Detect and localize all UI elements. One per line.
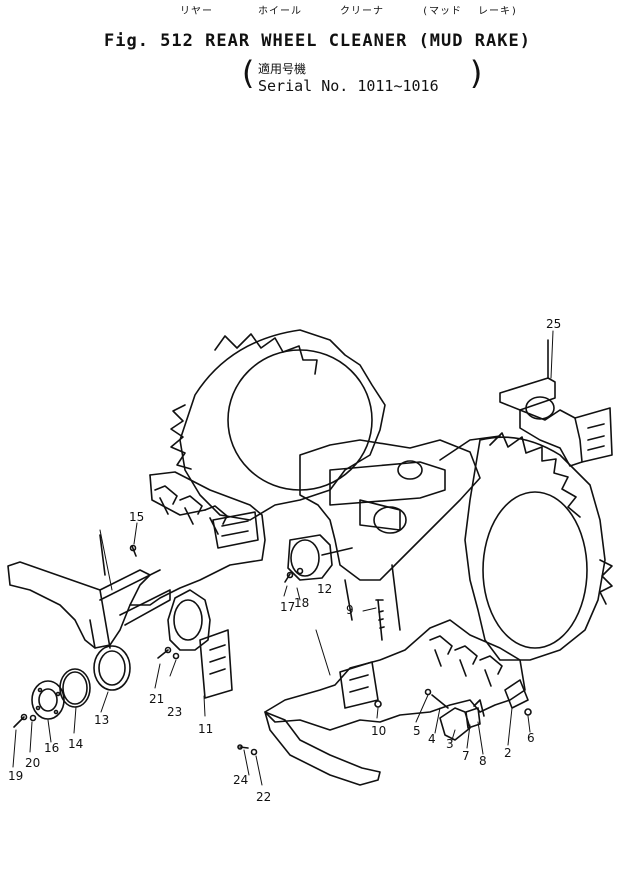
left-cleaner-arm [7, 471, 266, 649]
bolt-24 [237, 744, 249, 750]
callout-14: 14 [68, 737, 83, 751]
washer-6 [524, 708, 532, 716]
kana-rake: レーキ) [478, 6, 519, 17]
right-paren: ) [467, 54, 487, 92]
bolt-9 [375, 599, 385, 641]
washer-22 [250, 748, 258, 756]
bracket-25 [499, 339, 613, 467]
callout-11: 11 [198, 722, 213, 736]
bolt-19 [13, 713, 28, 728]
callout-2: 2 [504, 746, 512, 760]
callout-20: 20 [25, 756, 40, 770]
callout-24: 24 [233, 773, 248, 787]
callout-labels: 25 15 12 17 18 9 21 23 11 13 14 16 20 19… [8, 317, 561, 804]
applicable-label: 適用号機 [258, 62, 307, 76]
callout-25: 25 [546, 317, 561, 331]
pin-4 [431, 694, 449, 709]
bolt-5 [424, 688, 432, 696]
callout-18: 18 [294, 596, 309, 610]
callout-9: 9 [346, 603, 354, 617]
washer-18 [296, 567, 304, 575]
callout-21: 21 [149, 692, 164, 706]
callout-8: 8 [479, 754, 487, 768]
washer-20 [29, 714, 37, 722]
callout-15: 15 [129, 510, 144, 524]
bolt-15 [129, 544, 137, 557]
kana-wheel: ホイール [258, 6, 302, 17]
plate-8 [473, 699, 485, 717]
washer-23 [172, 652, 180, 660]
axle-housing [299, 435, 501, 631]
callout-23: 23 [167, 705, 182, 719]
clip-7 [465, 707, 481, 729]
callout-6: 6 [527, 731, 535, 745]
right-tire [464, 432, 613, 661]
serial-number: Serial No. 1011~1016 [258, 77, 439, 95]
plate-16 [31, 680, 65, 720]
kana-mud: (マッド [422, 6, 463, 17]
kana-rear: リヤー [180, 6, 213, 17]
callout-4: 4 [428, 732, 436, 746]
flange-bracket-11 [167, 589, 233, 699]
callout-17: 17 [280, 600, 295, 614]
bolt-17 [284, 571, 294, 583]
figure-title: Fig. 512 REAR WHEEL CLEANER (MUD RAKE) [104, 31, 531, 51]
callout-5: 5 [413, 724, 421, 738]
callout-10: 10 [371, 724, 386, 738]
right-cleaner-arm [264, 619, 529, 786]
callout-16: 16 [44, 741, 59, 755]
leader-lines [12, 330, 554, 786]
kana-cleaner: クリーナ [340, 6, 384, 17]
callout-12: 12 [317, 582, 332, 596]
hub-plate-12 [287, 534, 353, 581]
callout-22: 22 [256, 790, 271, 804]
callout-3: 3 [446, 737, 454, 751]
callout-13: 13 [94, 713, 109, 727]
left-tire [170, 329, 386, 521]
callout-7: 7 [462, 749, 470, 763]
bolt-21 [157, 646, 172, 659]
callout-19: 19 [8, 769, 23, 783]
bolt-10 [374, 700, 382, 708]
ring-13 [93, 645, 131, 691]
left-paren: ( [238, 54, 258, 92]
